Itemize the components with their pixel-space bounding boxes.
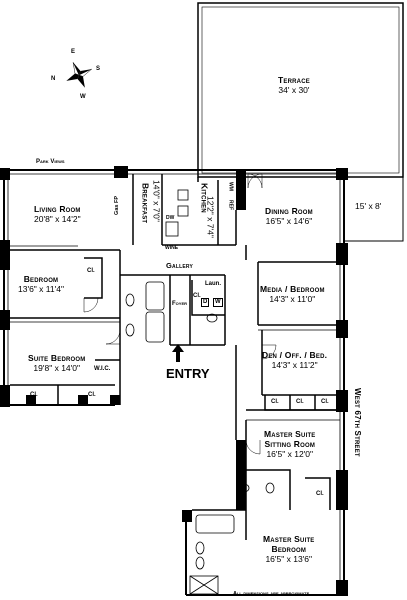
den-closet-3: Cl. xyxy=(321,399,329,405)
living-room-label: Living Room 20'8" x 14'2" xyxy=(34,204,81,224)
compass-rose-icon xyxy=(66,62,92,88)
street-label: West 67th Street xyxy=(352,388,362,457)
disclaimer-text: All dimensions are approximate xyxy=(233,591,310,597)
washer-label: W xyxy=(213,298,223,307)
bedroom-label: Bedroom 13'6" x 11'4" xyxy=(18,274,64,294)
media-bedroom-label: Media / Bedroom 14'3" x 11'0" xyxy=(260,284,325,304)
foyer-label: Foyer xyxy=(172,301,188,307)
gas-fp-label: Gas FP xyxy=(114,196,120,215)
kitchen-dims: 12'2" x 7'4" xyxy=(205,196,216,238)
master-closet-label: Cl. xyxy=(316,491,324,497)
wic-label: W.I.C. xyxy=(94,366,111,372)
bedroom-closet-label: Cl. xyxy=(87,268,95,274)
door-swings xyxy=(83,173,277,455)
interior-walls xyxy=(8,174,340,540)
entry-label: ENTRY xyxy=(166,366,210,381)
compass-w-label: W xyxy=(80,94,86,100)
appliance-wine: WINE xyxy=(165,245,179,251)
compass-s-label: S xyxy=(96,66,101,72)
bathroom-fixtures xyxy=(125,189,275,595)
exterior-walls xyxy=(3,169,345,596)
dryer-label: D xyxy=(201,298,210,307)
den-label: Den / Off. / Bed. 14'3" x 11'2" xyxy=(262,350,328,370)
master-bedroom-label: Master Suite Bedroom 16'5" x 13'6" xyxy=(263,534,315,564)
master-sitting-label: Master Suite Sitting Room 16'5" x 12'0" xyxy=(264,429,316,459)
compass-e-label: E xyxy=(71,49,76,55)
breakfast-dims: 14'0" x 7'0" xyxy=(151,180,162,222)
terrace-label: Terrace 34' x 30' xyxy=(278,75,310,95)
den-closet-1: Cl. xyxy=(271,399,279,405)
appliance-dw: DW xyxy=(166,215,175,221)
balcony-dims: 15' x 8' xyxy=(355,201,382,211)
terrace-outline xyxy=(197,2,404,178)
entry-arrow-icon xyxy=(172,344,184,362)
kitchen-label: Kitchen xyxy=(199,183,210,213)
suite-bedroom-label: Suite Bedroom 19'8" x 14'0" xyxy=(28,353,86,373)
appliance-ref: REF xyxy=(227,200,234,210)
laundry-label: Laun. xyxy=(205,281,221,287)
foyer-closet-label: Cl. xyxy=(193,293,201,299)
gallery-label: Gallery xyxy=(166,261,194,270)
dining-room-label: Dining Room 16'5" x 14'6" xyxy=(265,206,313,226)
suite-closet-2: Cl. xyxy=(88,392,96,398)
breakfast-label: Breakfast xyxy=(140,183,151,224)
compass-n-label: N xyxy=(51,76,56,82)
den-closet-2: Cl. xyxy=(296,399,304,405)
structural-columns xyxy=(0,166,348,596)
suite-closet-1: Cl. xyxy=(30,392,38,398)
appliance-wm: WM xyxy=(227,182,234,191)
park-views-label: Park Views xyxy=(36,159,65,165)
